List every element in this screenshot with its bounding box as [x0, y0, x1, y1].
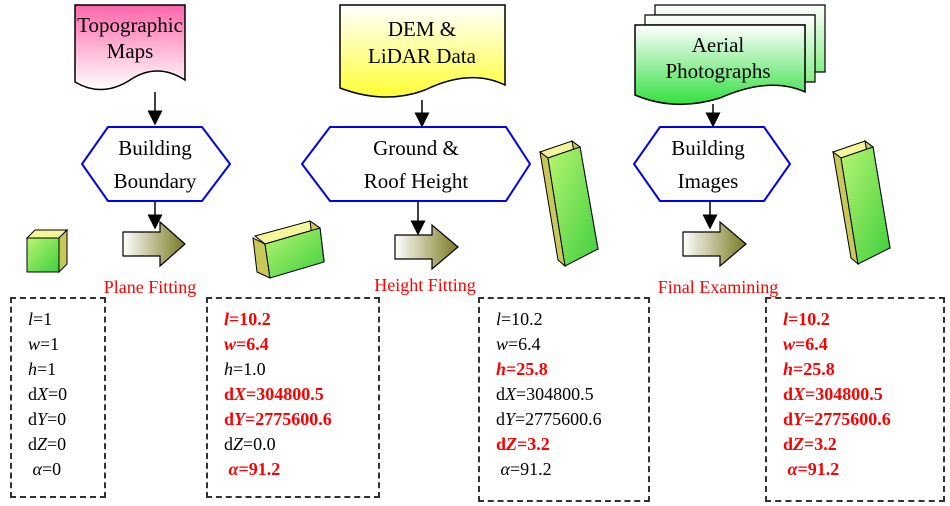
- param-dx: dX=0: [28, 384, 68, 404]
- step-final-examining: Final Examining: [658, 277, 779, 297]
- step-arrow-icon: [682, 220, 747, 268]
- dem-lidar-source: DEM & LiDAR Data: [339, 4, 506, 98]
- boundary-line1: Building: [118, 136, 192, 160]
- images-line2: Images: [678, 169, 739, 193]
- height-line2: Roof Height: [364, 169, 469, 193]
- boundary-line2: Boundary: [114, 169, 197, 193]
- aerial-line2: Photographs: [666, 59, 771, 83]
- param-l: l=10.2: [496, 309, 543, 329]
- param-l: l=10.2: [783, 309, 830, 329]
- step-arrow-icon: [122, 220, 186, 268]
- param-dz: dZ=3.2: [496, 434, 550, 454]
- param-w: w=1: [28, 334, 60, 354]
- parameter-panel-height-fitting: l=10.2 w=6.4 h=25.8 dX=304800.5 dY=27756…: [478, 297, 650, 502]
- param-w: w=6.4: [783, 334, 828, 354]
- parameter-panel-initial: l=1 w=1 h=1 dX=0 dY=0 dZ=0 α=0: [10, 297, 106, 498]
- param-dz: dZ=0: [28, 434, 67, 454]
- param-h: h=25.8: [783, 359, 835, 379]
- building-boundary-process: Building Boundary: [80, 126, 232, 202]
- param-w: w=6.4: [496, 334, 541, 354]
- parameter-panel-final: l=10.2 w=6.4 h=25.8 dX=304800.5 dY=27756…: [765, 297, 945, 502]
- aerial-line1: Aerial: [692, 33, 745, 57]
- param-w: w=6.4: [224, 334, 269, 354]
- param-dy: dY=2775600.6: [496, 409, 602, 429]
- param-dx: dX=304800.5: [224, 384, 324, 404]
- images-line1: Building: [671, 136, 745, 160]
- param-alpha: α=91.2: [787, 459, 840, 479]
- final-box-icon: [831, 139, 891, 266]
- param-dy: dY=2775600.6: [224, 409, 332, 429]
- param-alpha: α=91.2: [500, 459, 552, 479]
- height-line1: Ground &: [373, 136, 459, 160]
- ground-roof-height-process: Ground & Roof Height: [300, 126, 532, 202]
- dem-line1: DEM &: [388, 17, 456, 41]
- param-dx: dX=304800.5: [496, 384, 594, 404]
- param-alpha: α=0: [32, 459, 62, 479]
- step-plane-fitting: Plane Fitting: [104, 277, 197, 297]
- aerial-photographs-source: Aerial Photographs: [634, 4, 826, 105]
- param-h: h=1: [28, 359, 57, 379]
- building-images-process: Building Images: [632, 126, 792, 202]
- topographic-line2: Maps: [107, 39, 154, 63]
- dem-line2: LiDAR Data: [368, 44, 477, 68]
- topographic-maps-source: Topographic Maps: [74, 4, 186, 91]
- param-h: h=1.0: [224, 359, 266, 379]
- param-h: h=25.8: [496, 359, 548, 379]
- topographic-line1: Topographic: [77, 13, 183, 37]
- param-dz: dZ=3.2: [783, 434, 837, 454]
- height-fitted-box-icon: [538, 139, 599, 268]
- parameter-panel-plane-fitting: l=10.2 w=6.4 h=1.0 dX=304800.5 dY=277560…: [206, 297, 380, 498]
- param-dz: dZ=0.0: [224, 434, 276, 454]
- param-dy: dY=0: [28, 409, 67, 429]
- param-dx: dX=304800.5: [783, 384, 883, 404]
- step-arrow-icon: [394, 223, 459, 271]
- param-l: l=10.2: [224, 309, 271, 329]
- param-l: l=1: [28, 309, 53, 329]
- step-height-fitting: Height Fitting: [374, 275, 476, 295]
- param-dy: dY=2775600.6: [783, 409, 891, 429]
- plane-fitted-box-icon: [252, 219, 325, 279]
- unit-cube-icon: [25, 228, 69, 274]
- param-alpha: α=91.2: [228, 459, 281, 479]
